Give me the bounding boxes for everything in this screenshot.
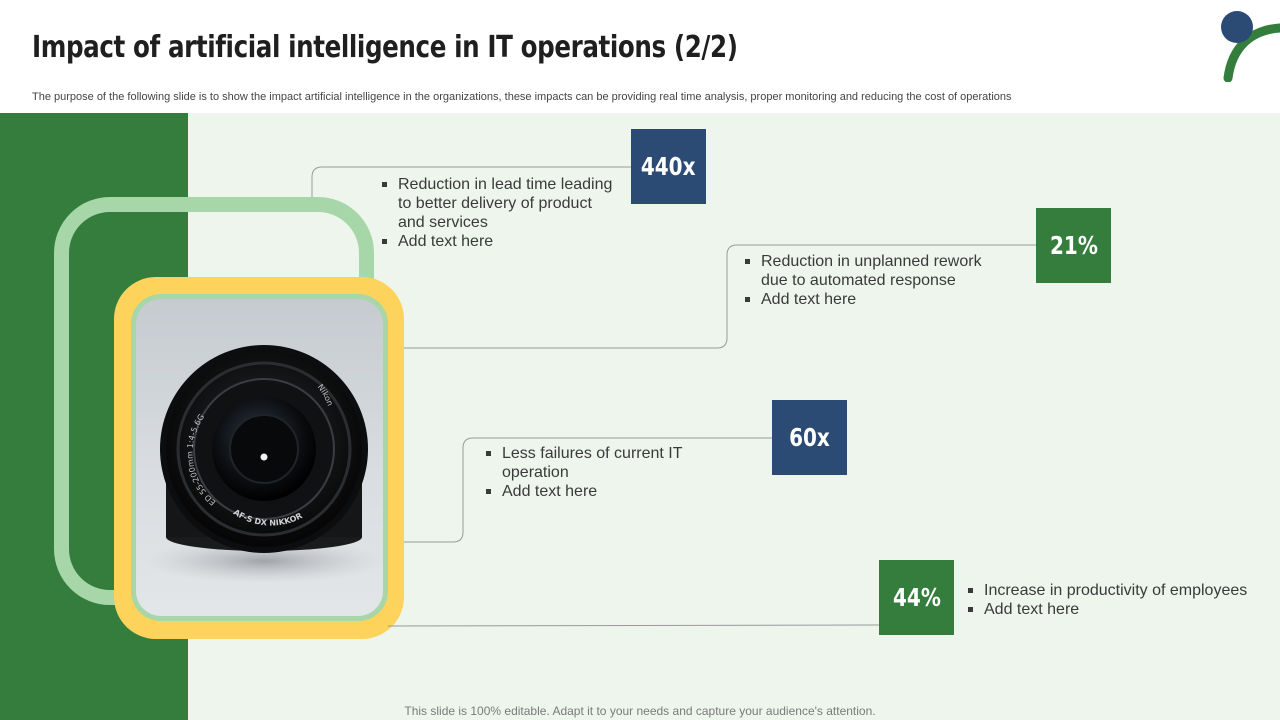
stat-box-44-percent: 44%: [879, 560, 954, 635]
bullet-item: Add text here: [966, 600, 1266, 619]
stat-box-60x: 60x: [772, 400, 847, 475]
stat-value: 21%: [1049, 231, 1098, 260]
stat-bullets-440x: Reduction in lead time leading to better…: [380, 175, 620, 251]
camera-lens-image: Nikon ED 55-200mm 1:4-5.6G AF-S DX NIKKO…: [131, 294, 388, 621]
stat-value: 60x: [789, 423, 830, 452]
slide-title: Impact of artificial intelligence in IT …: [32, 30, 738, 65]
bullet-item: Reduction in lead time leading to better…: [380, 175, 620, 232]
stat-value: 440x: [641, 152, 696, 181]
stat-box-440x: 440x: [631, 129, 706, 204]
bullet-item: Reduction in unplanned rework due to aut…: [743, 252, 1003, 290]
stat-bullets-44-percent: Increase in productivity of employees Ad…: [966, 581, 1266, 619]
bullet-item: Add text here: [380, 232, 620, 251]
slide-footer: This slide is 100% editable. Adapt it to…: [404, 704, 876, 718]
stat-value: 44%: [892, 583, 941, 612]
bullet-item: Add text here: [743, 290, 1003, 309]
bullet-item: Increase in productivity of employees: [966, 581, 1266, 600]
stat-bullets-21-percent: Reduction in unplanned rework due to aut…: [743, 252, 1003, 309]
stat-box-21-percent: 21%: [1036, 208, 1111, 283]
stat-bullets-60x: Less failures of current IT operation Ad…: [484, 444, 684, 501]
camera-lens-icon: Nikon ED 55-200mm 1:4-5.6G AF-S DX NIKKO…: [144, 345, 383, 583]
header-band: [0, 0, 1280, 113]
slide-subtitle: The purpose of the following slide is to…: [32, 91, 1012, 103]
bullet-item: Less failures of current IT operation: [484, 444, 684, 482]
bullet-item: Add text here: [484, 482, 684, 501]
corner-arc-decoration: [1221, 11, 1280, 82]
